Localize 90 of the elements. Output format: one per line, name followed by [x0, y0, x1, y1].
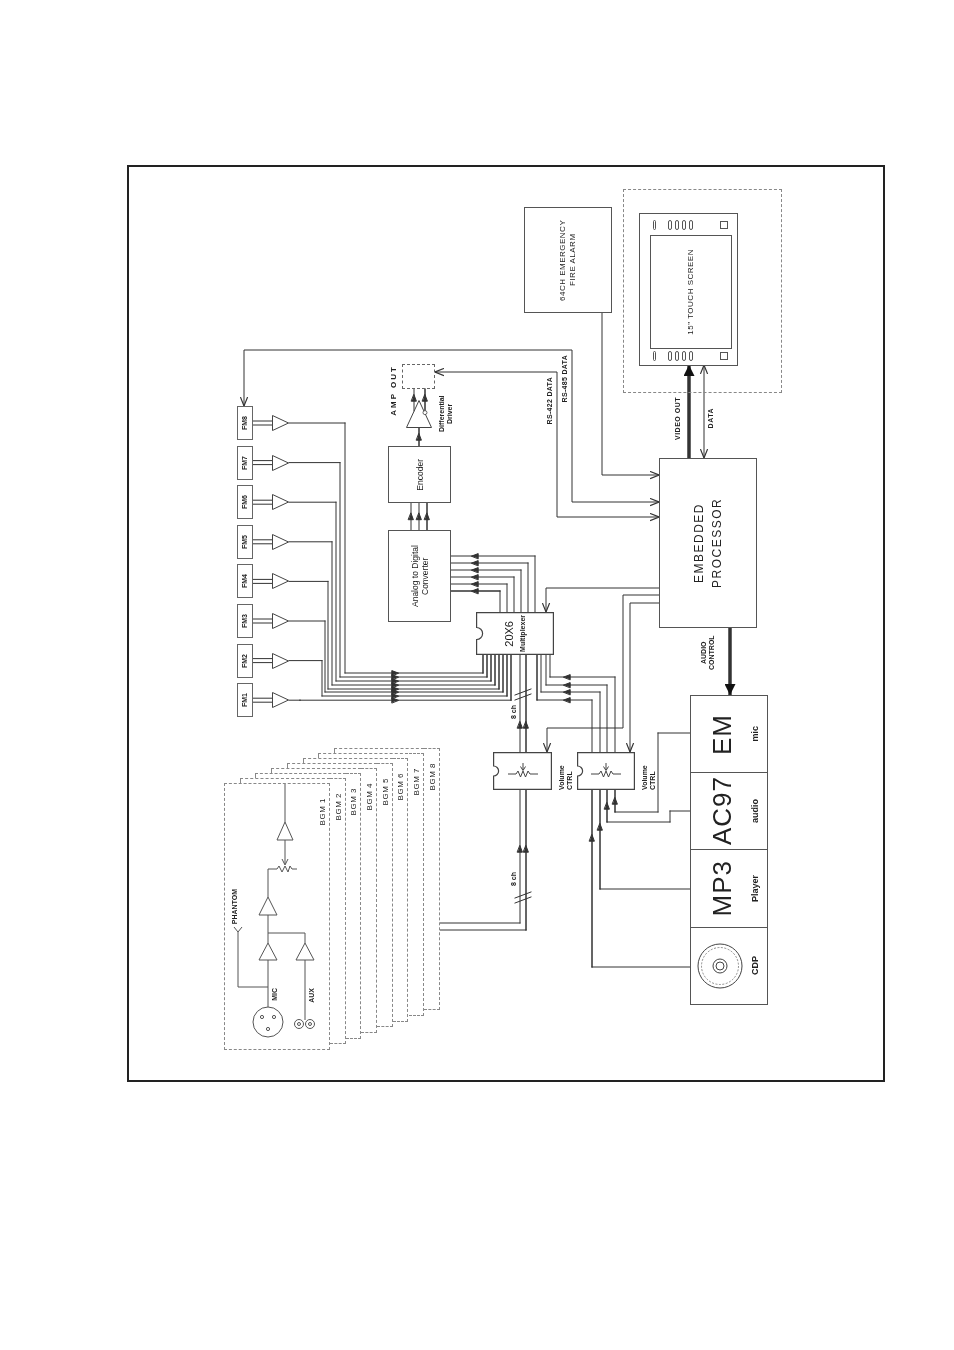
block-label: 15" TOUCH SCREEN: [686, 249, 696, 335]
arrow: [288, 501, 492, 684]
block-label: Encoder: [414, 458, 425, 491]
fm-module-box: [237, 643, 253, 678]
touch-screen-device: [639, 213, 738, 366]
alarm-panel-box: [524, 207, 612, 313]
block-label: audio: [750, 799, 760, 823]
signal-bus: [411, 388, 428, 414]
block-label: MP3: [709, 860, 735, 917]
amplifier-triangle: [272, 652, 289, 669]
signal-bus: [252, 697, 273, 703]
signal-bus: [252, 420, 273, 426]
source-cell: [690, 928, 768, 1005]
device-enclosure: [623, 189, 782, 393]
source-cell: [690, 850, 768, 928]
arrow: [288, 462, 488, 680]
fm-module-box: [237, 445, 253, 480]
fm-module-box: [237, 564, 253, 599]
signal-bus: [252, 460, 273, 466]
arrow: [683, 365, 695, 458]
amplifier-triangle: [272, 494, 289, 511]
arrow: [288, 541, 496, 688]
block-label: 64CH EMERGENCY FIRE ALARM: [558, 218, 578, 303]
arrow: [699, 364, 709, 459]
converter-box: [388, 530, 451, 622]
encoder-box: [388, 446, 451, 503]
arrow: [542, 594, 660, 753]
bgm-card: [392, 758, 409, 1022]
bgm-card: [345, 773, 362, 1039]
signal-bus: [252, 658, 273, 664]
bgm-card: [408, 753, 425, 1016]
block-label: EM: [709, 713, 735, 755]
block-label: AMP OUT: [389, 365, 398, 416]
source-cell: [690, 773, 768, 850]
block-label: EMBEDDED PROCESSOR: [691, 496, 725, 591]
block-label: BGM 6: [396, 773, 406, 801]
bgm-card: [361, 768, 378, 1033]
signal-bus: [450, 553, 536, 613]
amplifier-triangle: [272, 533, 289, 550]
signal-bus: [439, 789, 532, 931]
amplifier-triangle: [272, 454, 289, 471]
bgm-card: [377, 763, 393, 1028]
block-label: CDP: [750, 956, 760, 976]
signal-bus: [252, 539, 273, 545]
arrow: [604, 789, 691, 823]
arrow: [625, 602, 660, 753]
block-label: BGM 3: [349, 788, 359, 816]
signal-bus: [514, 654, 532, 753]
block-label: Player: [750, 875, 760, 902]
fm-module-box: [237, 524, 253, 559]
signal-bus: [252, 578, 273, 584]
amplifier-triangle: [272, 415, 289, 431]
block-label: BGM 4: [365, 783, 375, 811]
bgm-card: [424, 748, 440, 1011]
arrow: [597, 789, 691, 890]
amplifier-triangle: [272, 692, 289, 709]
arrow: [288, 620, 504, 695]
signal-bus: [536, 654, 616, 753]
processor-box: [659, 458, 757, 628]
fm-module-box: [237, 406, 253, 440]
arrow: [601, 312, 660, 480]
block-label: BGM 1: [318, 798, 327, 826]
arrow: [288, 422, 484, 676]
signal-bus: [408, 502, 430, 531]
block-label: AC97: [709, 776, 735, 846]
arrow: [612, 732, 691, 813]
source-cell: [690, 695, 768, 773]
block-label: BGM 2: [333, 793, 343, 821]
fm-module-box: [237, 683, 253, 718]
block-label: 20X6: [503, 620, 515, 647]
block-label: Analog to Digital Converter: [409, 544, 430, 609]
arrow: [416, 427, 422, 447]
block-label: BGM 8: [427, 763, 437, 791]
amplifier-triangle: [272, 573, 289, 590]
arrow: [589, 789, 691, 968]
arrow: [434, 367, 660, 522]
block-label: BGM 5: [380, 778, 390, 806]
signal-bus: [252, 618, 273, 624]
fm-module-box: [237, 604, 253, 638]
block-label: BGM 7: [412, 768, 422, 796]
arrow: [288, 580, 500, 692]
bgm-card: [224, 783, 330, 1050]
block-label: mic: [750, 726, 760, 742]
fm-module-box: [237, 485, 253, 520]
bgm-card: [330, 778, 346, 1045]
amplifier-triangle: [272, 613, 289, 629]
arrow: [541, 587, 660, 613]
arrow: [239, 349, 660, 507]
signal-bus: [252, 499, 273, 505]
arrow: [724, 628, 736, 695]
